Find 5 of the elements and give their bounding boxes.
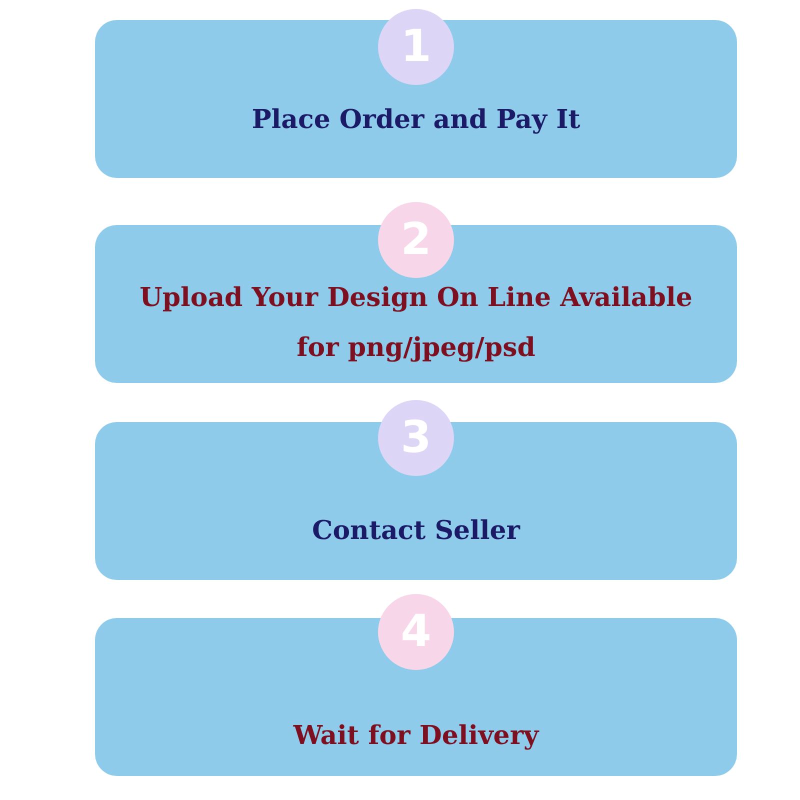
step-text: Contact Seller bbox=[311, 515, 522, 548]
step-text: Upload Your Design On Line Available for png/jpeg/psd bbox=[138, 282, 694, 365]
step-box bbox=[95, 20, 737, 178]
step-text: Place Order and Pay It bbox=[250, 104, 582, 137]
step-text: Wait for Delivery bbox=[292, 720, 540, 753]
